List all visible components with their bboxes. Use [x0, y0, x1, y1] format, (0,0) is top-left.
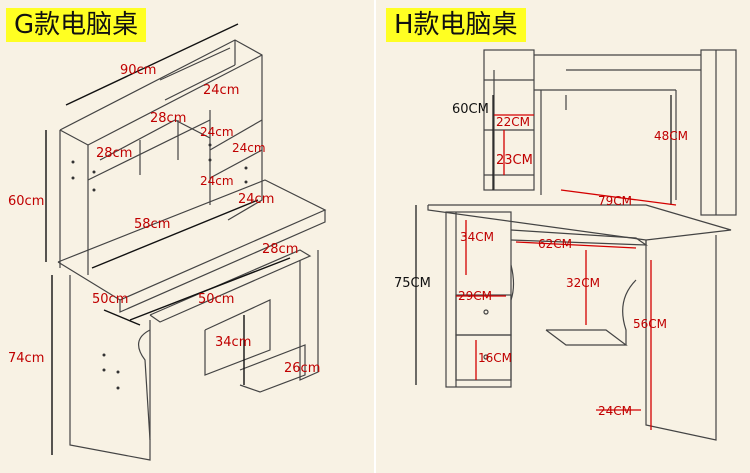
g-desk-drawing: 90cm 24cm 28cm 24cm 24cm 28cm 24cm 24cm …	[8, 23, 327, 461]
panel-divider	[374, 0, 376, 473]
h-label-shelf-b: 23CM	[496, 153, 533, 168]
g-label-hutch-height: 60cm	[8, 194, 44, 209]
g-label-shelf-right-b: 24cm	[232, 141, 266, 155]
g-label-desk-left: 50cm	[92, 292, 128, 307]
h-label-shelf-a: 22CM	[496, 115, 530, 129]
g-desk-panel: 90cm 24cm 28cm 24cm 24cm 28cm 24cm 24cm …	[6, 8, 327, 461]
h-desk-panel: 60CM 22CM 48CM 23CM 79CM 34CM 62CM 75CM …	[376, 0, 750, 473]
g-label-shelf-right-c: 24cm	[200, 174, 234, 188]
g-desk-outline	[57, 39, 327, 461]
g-label-desk-depth: 28cm	[262, 242, 298, 257]
g-label-drawer-width: 26cm	[284, 361, 320, 376]
h-dimension-labels: 60CM 22CM 48CM 23CM 79CM 34CM 62CM 75CM …	[394, 102, 688, 418]
h-label-tray-width: 62CM	[538, 237, 572, 251]
h-label-drawer-bottom: 16CM	[478, 351, 512, 365]
h-label-hutch-width: 79CM	[598, 194, 632, 208]
g-label-shelf-side: 24cm	[238, 192, 274, 207]
h-label-side-opening: 34CM	[460, 230, 494, 244]
h-label-desk-height: 75CM	[394, 276, 431, 291]
g-dimension-labels: 90cm 24cm 28cm 24cm 24cm 28cm 24cm 24cm …	[8, 63, 320, 376]
g-label-shelf-left: 28cm	[96, 146, 132, 161]
g-desk-title: G款电脑桌	[6, 8, 147, 42]
h-label-inner-height: 48CM	[654, 129, 688, 143]
g-dimension-lines	[45, 23, 291, 455]
h-label-hutch-height: 60CM	[452, 102, 489, 117]
g-label-drawer-height: 34cm	[215, 335, 251, 350]
g-label-desk-right: 50cm	[198, 292, 234, 307]
g-label-shelf-mid: 28cm	[150, 111, 186, 126]
h-desk-outline	[427, 49, 737, 441]
g-desk-screw-holes	[71, 143, 248, 390]
g-label-leg-height: 74cm	[8, 351, 44, 366]
g-label-top-width: 90cm	[120, 63, 156, 78]
g-label-shelf-right-a: 24cm	[200, 125, 234, 139]
g-label-hutch-width: 58cm	[134, 217, 170, 232]
h-label-tray-gap: 32CM	[566, 276, 600, 290]
g-label-shelf-right-top: 24cm	[203, 83, 239, 98]
h-desk-drawing: 60CM 22CM 48CM 23CM 79CM 34CM 62CM 75CM …	[394, 49, 737, 441]
h-red-dimension-lines	[456, 114, 677, 430]
h-dimension-lines	[415, 95, 672, 385]
h-label-right-height: 56CM	[633, 317, 667, 331]
h-label-drawer-top: 29CM	[458, 289, 492, 303]
h-label-base-width: 24CM	[598, 404, 632, 418]
h-desk-title: H款电脑桌	[386, 8, 526, 42]
